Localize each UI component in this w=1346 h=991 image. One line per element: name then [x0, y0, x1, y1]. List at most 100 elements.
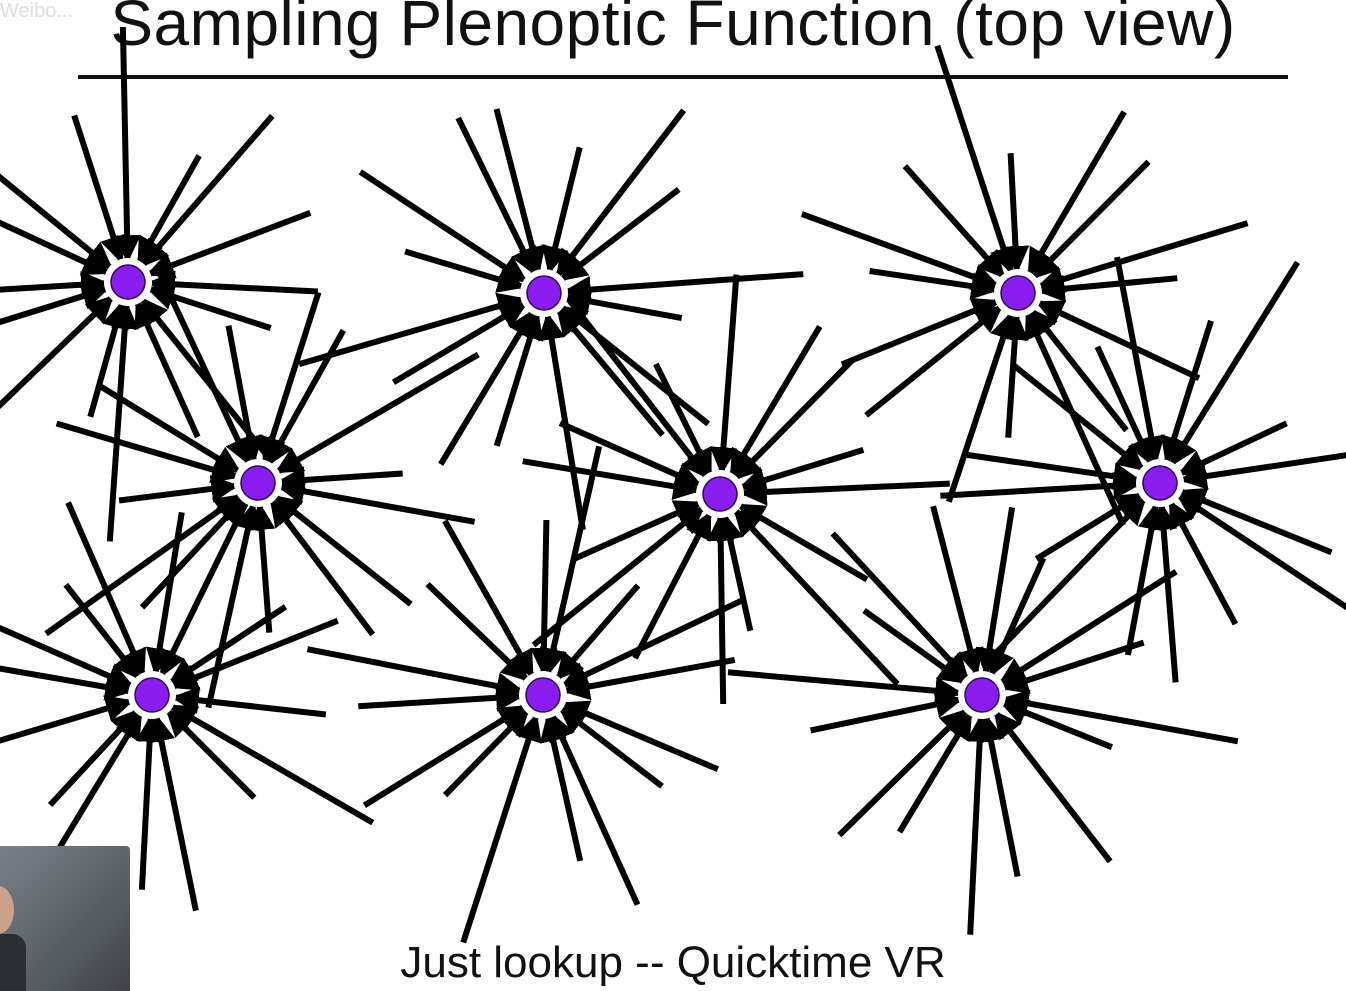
- incoming-ray-arrow: [268, 498, 376, 637]
- viewpoint-sample-dot: [702, 476, 738, 512]
- incoming-ray-arrow: [1037, 274, 1178, 303]
- incoming-ray-arrow: [840, 297, 1001, 368]
- incoming-ray-arrow: [709, 274, 740, 475]
- incoming-ray-arrow: [902, 164, 1006, 279]
- incoming-ray-arrow: [171, 686, 327, 718]
- incoming-ray-arrow: [993, 710, 1113, 864]
- viewpoint-sample-dot: [964, 677, 1000, 713]
- incoming-ray-arrow: [555, 307, 665, 437]
- incoming-ray-arrow: [0, 295, 115, 410]
- incoming-ray-arrow: [1024, 310, 1126, 527]
- incoming-ray-arrow: [455, 116, 537, 276]
- incoming-ray-arrow: [563, 271, 804, 304]
- incoming-ray-arrow: [1036, 220, 1249, 293]
- incoming-ray-arrow: [1026, 110, 1127, 277]
- incoming-ray-arrow: [205, 501, 262, 709]
- incoming-ray-arrow: [1149, 502, 1179, 683]
- incoming-ray-arrow: [146, 209, 312, 279]
- incoming-ray-arrow: [298, 292, 526, 367]
- incoming-ray-arrow: [1167, 499, 1239, 626]
- incoming-ray-arrow: [1169, 260, 1301, 467]
- incoming-ray-arrow: [896, 711, 974, 834]
- incoming-ray-arrow: [549, 712, 641, 906]
- incoming-ray-arrow: [134, 299, 201, 439]
- incoming-ray-arrow: [106, 301, 139, 542]
- incoming-ray-arrow: [1035, 299, 1201, 381]
- incoming-ray-arrow: [966, 451, 1141, 490]
- incoming-ray-arrow: [140, 113, 275, 268]
- incoming-ray-arrow: [113, 27, 141, 263]
- viewpoint-sample-dot: [1000, 275, 1036, 311]
- slide-title: Sampling Plenoptic Function (top view): [110, 0, 1236, 59]
- incoming-ray-arrow: [1124, 501, 1166, 656]
- incoming-ray-arrow: [1176, 492, 1346, 611]
- incoming-ray-arrow: [560, 700, 720, 773]
- incoming-ray-arrow: [653, 362, 713, 477]
- incoming-ray-arrow: [930, 505, 984, 677]
- incoming-ray-arrow: [837, 708, 969, 838]
- incoming-ray-arrow: [1001, 312, 1029, 438]
- incoming-ray-arrow: [362, 704, 527, 808]
- incoming-ray-arrow: [147, 713, 199, 912]
- incoming-ray-arrow: [1000, 689, 1239, 745]
- incoming-ray-arrow: [559, 304, 711, 427]
- incoming-ray-arrow: [493, 108, 546, 275]
- incoming-ray-arrow: [273, 494, 413, 607]
- incoming-ray-arrow: [1000, 639, 1145, 694]
- incoming-ray-arrow: [147, 270, 318, 299]
- incoming-ray-arrow: [541, 146, 583, 275]
- incoming-ray-arrow: [460, 713, 542, 944]
- incoming-ray-arrow: [716, 512, 754, 632]
- incoming-ray-arrow: [940, 471, 1141, 500]
- viewpoint-sample-dot: [1142, 465, 1178, 501]
- incoming-ray-arrow: [277, 466, 403, 494]
- incoming-ray-arrow: [727, 669, 963, 705]
- ray-group: [0, 27, 1346, 944]
- incoming-ray-arrow: [44, 493, 243, 637]
- incoming-ray-arrow: [560, 597, 743, 689]
- incoming-ray-arrow: [555, 108, 687, 278]
- incoming-ray-arrow: [159, 478, 261, 678]
- incoming-ray-arrow: [559, 187, 681, 282]
- presenter-webcam-overlay: [0, 846, 130, 991]
- viewpoint-sample-dot: [240, 465, 276, 501]
- incoming-ray-arrow: [0, 624, 135, 689]
- title-underline: [78, 75, 1288, 79]
- incoming-ray-arrow: [0, 282, 110, 326]
- incoming-ray-arrow: [732, 508, 900, 687]
- incoming-ray-arrow: [736, 502, 869, 583]
- incoming-ray-arrow: [988, 556, 1047, 678]
- viewpoint-sample-dot: [134, 677, 170, 713]
- incoming-ray-arrow: [0, 271, 109, 299]
- incoming-ray-arrow: [739, 478, 950, 506]
- incoming-ray-arrow: [830, 531, 970, 681]
- incoming-ray-arrow: [572, 500, 703, 562]
- incoming-ray-arrow: [1001, 153, 1030, 274]
- incoming-ray-arrow: [65, 501, 146, 678]
- incoming-ray-arrow: [145, 511, 185, 677]
- incoming-ray-arrow: [558, 706, 664, 789]
- incoming-ray-arrow: [800, 211, 1000, 290]
- incoming-ray-arrow: [1179, 452, 1346, 490]
- incoming-ray-arrow: [276, 477, 476, 525]
- incoming-ray-arrow: [1177, 487, 1333, 556]
- incoming-ray-arrow: [522, 458, 702, 500]
- incoming-ray-arrow: [438, 309, 536, 466]
- incoming-ray-arrow: [561, 290, 709, 479]
- viewpoint-sample-dot: [110, 264, 146, 300]
- incoming-ray-arrow: [934, 44, 1017, 275]
- incoming-ray-arrow: [561, 656, 736, 701]
- incoming-ray-arrow: [442, 519, 535, 679]
- incoming-ray-arrow: [266, 328, 347, 467]
- incoming-ray-arrow: [1034, 491, 1144, 562]
- incoming-ray-arrow: [87, 300, 129, 418]
- incoming-ray-arrow: [809, 690, 964, 734]
- incoming-ray-arrow: [1114, 256, 1165, 465]
- incoming-ray-arrow: [558, 420, 703, 488]
- incoming-ray-arrow: [0, 695, 134, 744]
- incoming-ray-arrow: [965, 714, 994, 935]
- incoming-ray-arrow: [945, 311, 1017, 503]
- incoming-ray-arrow: [530, 519, 558, 676]
